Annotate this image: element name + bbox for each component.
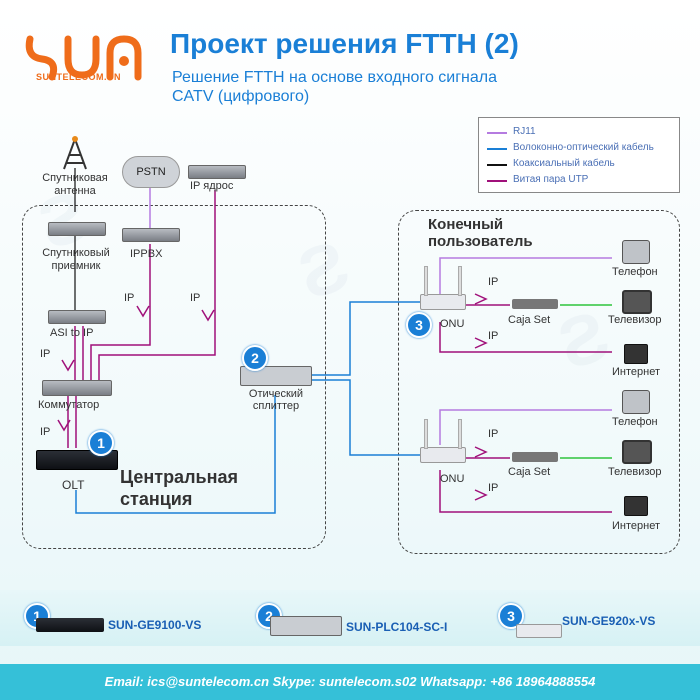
olt-label: OLT [62,478,85,492]
page-subtitle: Решение FTTH на основе входного сигнала … [172,69,498,105]
contact-footer: Email: ics@suntelecom.cn Skype: suntelec… [0,664,700,700]
tv-icon [622,440,652,464]
ippbx-label: IPPBX [130,248,163,260]
switch-label: Коммутатор [38,399,100,411]
satellite-antenna-icon [63,136,87,170]
ip-label: IP [488,482,499,494]
antenna-label: Спутниковая антенна [42,172,108,197]
ip-label: IP [488,276,499,288]
receiver-label: Спутниковый приемник [42,247,110,272]
ip-core-device [188,165,246,179]
ip-core-label: IP ядрос [190,180,234,192]
phone-label: Телефон [612,266,658,278]
internet-icon [624,496,648,516]
ip-label: IP [124,292,135,304]
central-station-title: Центральная станция [120,467,238,509]
splitter-label: Отический сплиттер [248,388,304,412]
internet-icon [624,344,648,364]
onu-device [420,447,466,463]
product-strip [0,590,700,646]
caja-set-device [512,452,558,462]
ip-label: IP [40,348,51,360]
product-name: SUN-PLC104-SC-I [346,620,448,634]
onu-label: ONU [440,473,465,485]
brand-logo [25,35,142,81]
onu-device [420,294,466,310]
product-image-olt [36,618,104,632]
end-user-title: Конечный пользователь [428,216,533,250]
switch-device [42,380,112,396]
pstn-cloud: PSTN [122,156,180,188]
antenna-left [424,419,428,449]
central-station-box [22,205,326,549]
ip-label: IP [488,428,499,440]
tv-label: Телевизор [608,466,662,478]
page-title: Проект решения FTTH (2) [170,28,519,59]
caja-set-device [512,299,558,309]
satellite-receiver-device [48,222,106,236]
ippbx-device [122,228,180,242]
phone-icon [622,240,650,264]
onu-label: ONU [440,318,465,330]
asi-to-ip-device [48,310,106,324]
phone-label: Телефон [612,416,658,428]
antenna-right [458,419,462,449]
internet-label: Интернет [612,520,660,532]
brand-site: SUNTELECOM.CN [36,72,121,82]
tv-label: Телевизор [608,314,662,326]
phone-icon [622,390,650,414]
optical-splitter-device [240,366,312,386]
ip-label: IP [488,330,499,342]
ip-label: IP [40,426,51,438]
asi-label: ASI to IP [50,327,94,339]
internet-label: Интернет [612,366,660,378]
end-user-box [398,210,680,554]
product-image-onu [516,624,562,638]
product-name: SUN-GE9100-VS [108,618,202,632]
legend: RJ11 Волоконно-оптический кабель Коаксиа… [478,117,680,193]
caja-set-label: Caja Set [508,314,551,326]
tv-icon [622,290,652,314]
badge-splitter: 2 [242,345,268,371]
badge-onu: 3 [406,312,432,338]
badge-olt: 1 [88,430,114,456]
product-image-splitter [270,616,342,636]
product-name: SUN-GE920x-VS [562,614,656,628]
caja-set-label: Caja Set [508,466,551,478]
antenna-left [424,266,428,296]
antenna-right [458,266,462,296]
ip-label: IP [190,292,201,304]
